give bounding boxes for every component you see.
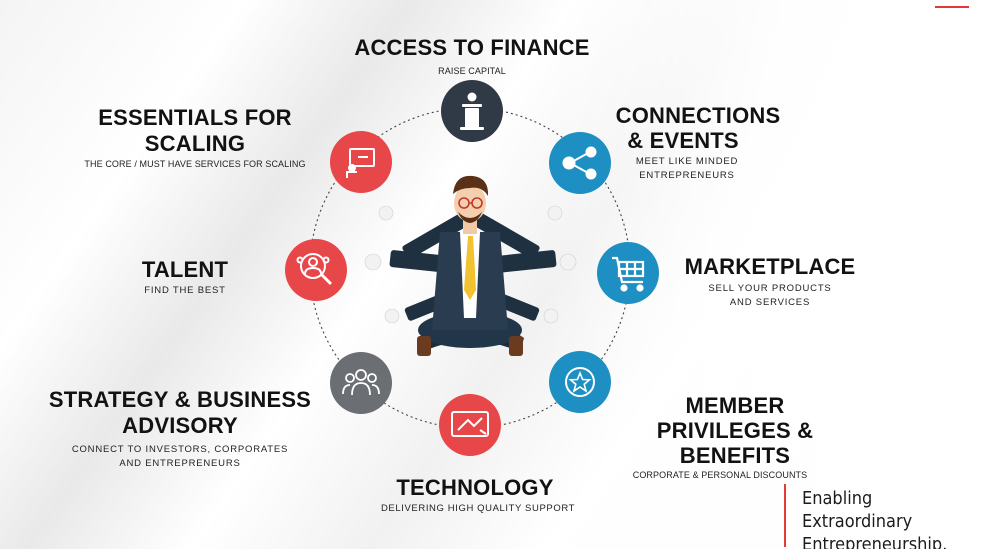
strategy-icon-circle <box>330 352 392 414</box>
member-icon-circle <box>549 351 611 413</box>
essentials-title-line2: SCALING <box>144 131 246 156</box>
finance-title: ACCESS TO FINANCE <box>354 35 590 60</box>
tagline-line2: Entrepreneurship. <box>802 534 948 549</box>
tagline: Enabling Extraordinary Entrepreneurship. <box>802 487 983 549</box>
tagline-line1: Enabling Extraordinary <box>802 488 913 533</box>
connections-title-line2: & EVENTS <box>627 128 739 153</box>
share-icon <box>562 146 597 180</box>
tagline-accent-bar <box>784 484 786 547</box>
marketplace-subtitle-line1: SELL YOUR PRODUCTS <box>708 283 832 294</box>
connections-icon-circle <box>549 132 611 194</box>
monitor-icon <box>451 411 489 437</box>
businessman-illustration <box>364 175 577 356</box>
member-title-line2: PRIVILEGES & <box>656 418 814 443</box>
member-title-line1: MEMBER <box>685 393 785 418</box>
strategy-title-line1: STRATEGY & BUSINESS <box>48 387 312 412</box>
strategy-subtitle-line2: AND ENTREPRENEURS <box>119 458 241 469</box>
talent-icon-circle <box>285 239 347 301</box>
shopping-cart-icon <box>612 256 645 292</box>
technology-title: TECHNOLOGY <box>396 475 554 500</box>
member-title-line3: BENEFITS <box>679 443 791 468</box>
talent-search-icon <box>296 253 333 286</box>
talent-subtitle: FIND THE BEST <box>144 285 226 296</box>
strategy-subtitle-line1: CONNECT TO INVESTORS, CORPORATES <box>71 444 289 455</box>
strategy-title-line2: ADVISORY <box>122 413 238 438</box>
essentials-subtitle: THE CORE / MUST HAVE SERVICES FOR SCALIN… <box>84 159 306 169</box>
member-subtitle: CORPORATE & PERSONAL DISCOUNTS <box>632 470 808 480</box>
podium-icon <box>460 92 484 130</box>
technology-subtitle: DELIVERING HIGH QUALITY SUPPORT <box>380 503 576 514</box>
connections-title-line1: CONNECTIONS <box>615 103 781 128</box>
marketplace-title: MARKETPLACE <box>684 254 856 279</box>
marketplace-icon-circle <box>597 242 659 304</box>
star-badge-icon <box>565 367 595 397</box>
people-group-icon <box>342 369 380 396</box>
connections-subtitle-line1: MEET LIKE MINDED <box>635 156 739 167</box>
finance-icon-circle <box>441 80 503 142</box>
essentials-title-line1: ESSENTIALS FOR <box>98 105 292 130</box>
connections-subtitle-line2: ENTREPRENEURS <box>639 170 735 181</box>
finance-subtitle: RAISE CAPITAL <box>438 66 506 76</box>
essentials-icon-circle <box>330 131 392 193</box>
top-accent-line <box>935 6 969 8</box>
presentation-icon <box>346 148 375 178</box>
talent-title: TALENT <box>141 257 229 282</box>
technology-icon-circle <box>439 394 501 456</box>
marketplace-subtitle-line2: AND SERVICES <box>729 297 811 308</box>
